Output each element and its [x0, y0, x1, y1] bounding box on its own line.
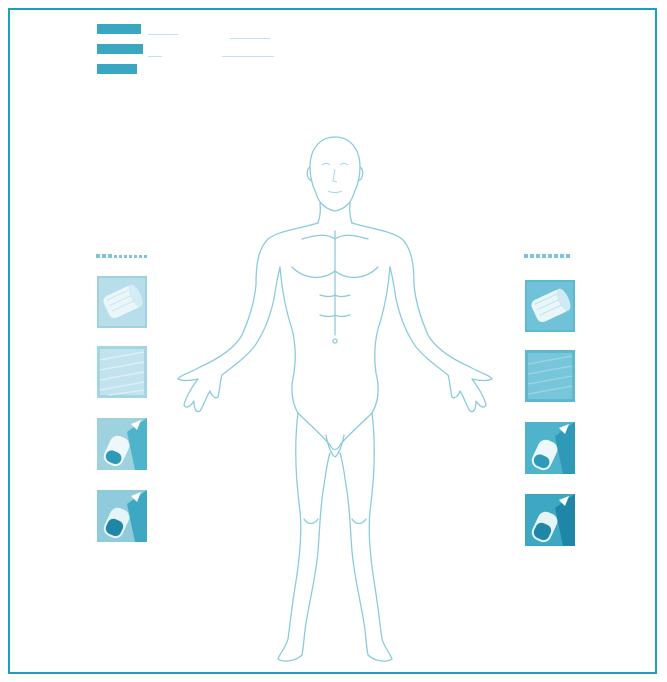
left-label-glyphs [96, 252, 150, 260]
header-line-4 [222, 56, 274, 57]
left-item-3[interactable] [97, 418, 147, 470]
left-column-label [96, 252, 150, 260]
left-item-2[interactable] [97, 346, 147, 398]
body-outline-icon [170, 135, 500, 665]
left-item-4[interactable] [97, 490, 147, 542]
header-tag-2 [97, 44, 143, 54]
tube-applicator-icon [525, 422, 575, 474]
right-item-3[interactable] [525, 422, 575, 474]
header-tag-3 [97, 64, 137, 74]
right-label-glyphs [524, 252, 574, 260]
gauze-pad-icon [525, 350, 575, 402]
tube-applicator-dark-icon [525, 494, 575, 546]
left-item-1[interactable] [97, 276, 147, 328]
right-item-4[interactable] [525, 494, 575, 546]
right-item-1[interactable] [525, 280, 575, 332]
header-line-1 [148, 34, 178, 35]
bandage-roll-icon [97, 276, 147, 328]
gauze-pad-icon [97, 346, 147, 398]
tube-applicator-icon [97, 418, 147, 470]
header-line-2 [230, 38, 270, 39]
human-body-figure[interactable] [170, 135, 500, 665]
tube-applicator-dark-icon [97, 490, 147, 542]
header-tag-1 [97, 24, 141, 34]
right-item-2[interactable] [525, 350, 575, 402]
bandage-roll-icon [525, 280, 575, 332]
right-column-label [524, 252, 574, 260]
header-line-3 [148, 56, 162, 57]
